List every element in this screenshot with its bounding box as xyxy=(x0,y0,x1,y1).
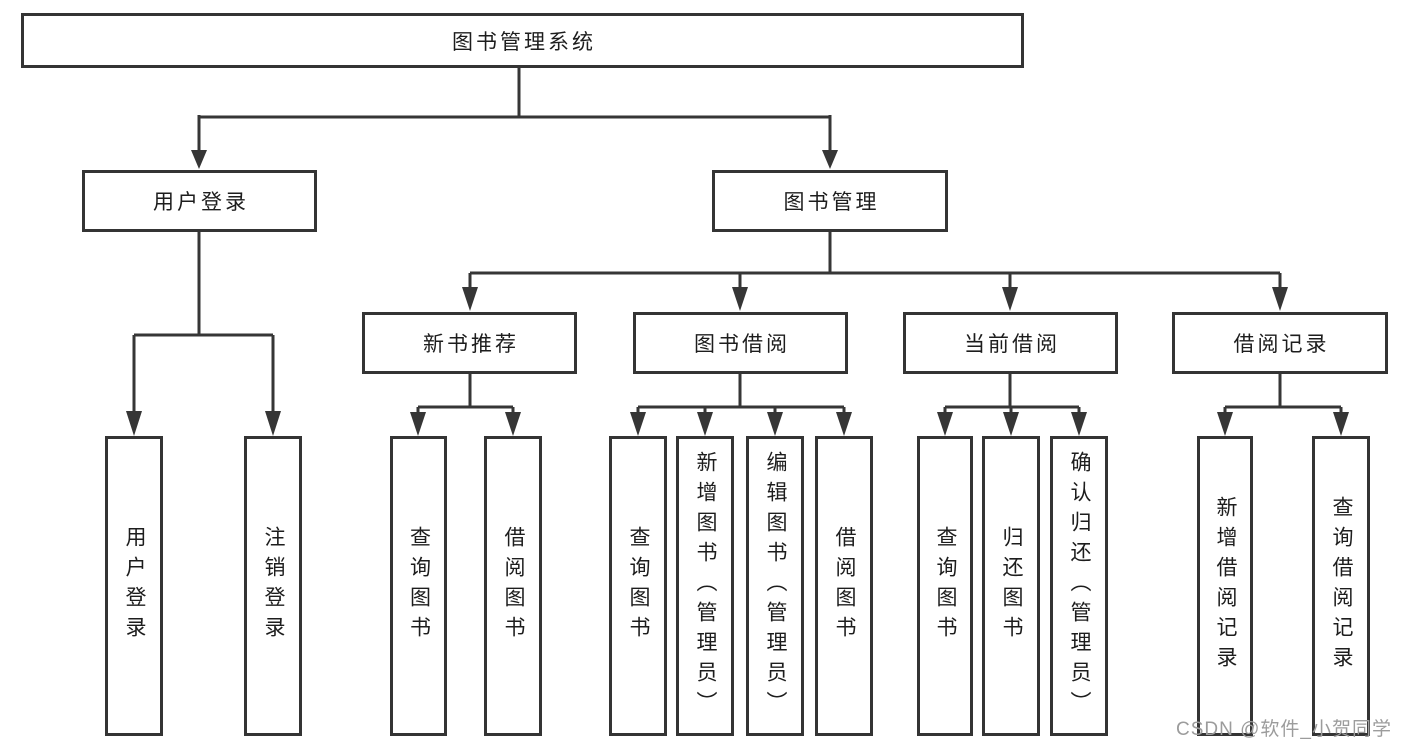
node-leaf-query-books-borrow-label: 查询图书 xyxy=(627,526,650,646)
node-leaf-add-book-admin-label: 新增图书（管理员） xyxy=(694,451,717,721)
node-leaf-confirm-return-admin-label: 确认归还（管理员） xyxy=(1068,451,1091,721)
node-leaf-user-login-label: 用户登录 xyxy=(123,526,146,646)
node-leaf-logout-label: 注销登录 xyxy=(262,526,285,646)
node-leaf-borrow-books: 借阅图书 xyxy=(815,436,873,736)
node-new-book-recommend: 新书推荐 xyxy=(362,312,577,374)
node-leaf-borrow-books-recommend: 借阅图书 xyxy=(484,436,542,736)
node-current-borrow: 当前借阅 xyxy=(903,312,1118,374)
node-root-label: 图书管理系统 xyxy=(452,30,596,54)
node-leaf-borrow-books-label: 借阅图书 xyxy=(833,526,856,646)
node-leaf-query-books-current-label: 查询图书 xyxy=(934,526,957,646)
node-leaf-add-book-admin: 新增图书（管理员） xyxy=(676,436,734,736)
node-borrow-records: 借阅记录 xyxy=(1172,312,1388,374)
node-book-borrow-label: 图书借阅 xyxy=(694,333,790,356)
csdn-watermark: CSDN @软件_小贺同学 xyxy=(1176,719,1392,740)
node-leaf-confirm-return-admin: 确认归还（管理员） xyxy=(1050,436,1108,736)
node-book-management: 图书管理 xyxy=(712,170,948,232)
node-leaf-query-books-recommend: 查询图书 xyxy=(390,436,447,736)
node-current-borrow-label: 当前借阅 xyxy=(964,333,1060,356)
node-book-management-label: 图书管理 xyxy=(783,191,880,214)
node-leaf-return-book-label: 归还图书 xyxy=(1000,526,1023,646)
node-leaf-borrow-books-recommend-label: 借阅图书 xyxy=(502,526,525,646)
node-leaf-add-borrow-record-label: 新增借阅记录 xyxy=(1214,496,1237,676)
node-leaf-edit-book-admin-label: 编辑图书（管理员） xyxy=(764,451,787,721)
node-leaf-edit-book-admin: 编辑图书（管理员） xyxy=(746,436,804,736)
node-new-book-recommend-label: 新书推荐 xyxy=(423,333,519,356)
node-leaf-query-borrow-record-label: 查询借阅记录 xyxy=(1330,496,1353,676)
node-leaf-add-borrow-record: 新增借阅记录 xyxy=(1197,436,1253,736)
node-root: 图书管理系统 xyxy=(21,13,1024,68)
node-leaf-logout: 注销登录 xyxy=(244,436,302,736)
node-book-borrow: 图书借阅 xyxy=(633,312,848,374)
node-leaf-query-books-current: 查询图书 xyxy=(917,436,973,736)
node-leaf-query-borrow-record: 查询借阅记录 xyxy=(1312,436,1370,736)
node-leaf-query-books-borrow: 查询图书 xyxy=(609,436,667,736)
node-borrow-records-label: 借阅记录 xyxy=(1233,333,1330,356)
node-leaf-user-login: 用户登录 xyxy=(105,436,163,736)
node-leaf-return-book: 归还图书 xyxy=(982,436,1040,736)
node-leaf-query-books-recommend-label: 查询图书 xyxy=(407,526,431,646)
node-user-login: 用户登录 xyxy=(82,170,317,232)
node-user-login-label: 用户登录 xyxy=(153,191,249,214)
